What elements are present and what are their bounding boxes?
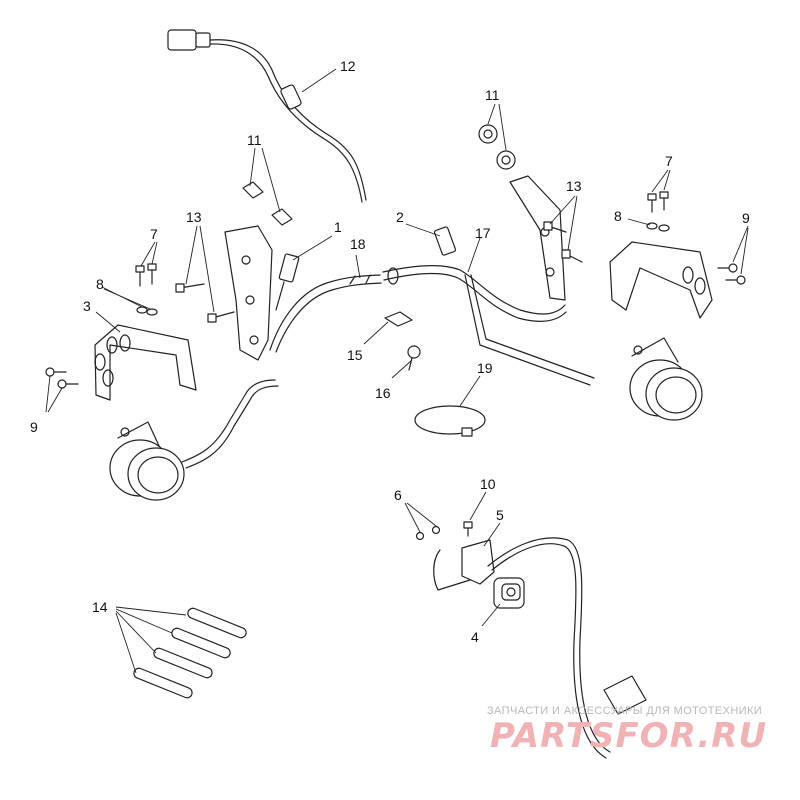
callout-14: 14 (92, 599, 108, 615)
washers-left-part-8 (136, 306, 158, 316)
screws-right-part-9 (717, 263, 746, 285)
callout-13-right: 13 (566, 178, 582, 194)
grommets-left-part-11 (242, 181, 293, 226)
bolts-left-part-13 (175, 283, 235, 323)
callout-12: 12 (340, 58, 356, 74)
screw-part-10 (463, 521, 473, 537)
callout-6: 6 (394, 487, 402, 503)
callout-7-right: 7 (665, 153, 673, 169)
callout-17: 17 (475, 225, 491, 241)
bolts-left-part-7 (135, 263, 157, 287)
screws-left-part-9 (45, 367, 79, 389)
rubber-straps-part-14 (133, 607, 247, 699)
harness-sleeve-part-18 (269, 274, 382, 353)
mounting-bracket-right (509, 175, 566, 301)
cable-tie-part-19 (414, 405, 486, 437)
callout-13-left: 13 (186, 209, 202, 225)
clip-part-15 (384, 311, 413, 327)
fog-lamp-right (629, 337, 703, 421)
fog-lamp-left (109, 379, 279, 501)
screws-part-6 (415, 525, 441, 541)
watermark-tagline: ЗАПЧАСТИ И АКСЕССУАРЫ ДЛЯ МОТОТЕХНИКИ (487, 705, 763, 717)
callout-3: 3 (83, 298, 91, 314)
callout-9-left: 9 (30, 419, 38, 435)
screw-part-16 (407, 345, 421, 371)
callout-9-right: 9 (742, 210, 750, 226)
wiring-connector-part-12 (167, 29, 367, 203)
grommets-right-part-11 (478, 124, 516, 170)
callout-11-right: 11 (485, 87, 500, 103)
callout-18: 18 (350, 236, 366, 252)
callout-2: 2 (396, 209, 404, 225)
callout-8-right: 8 (614, 208, 622, 224)
mounting-bracket-left (224, 225, 273, 361)
callout-7-left: 7 (150, 226, 158, 242)
callout-5: 5 (496, 507, 504, 523)
callout-labels: 12 11 11 13 13 7 7 8 8 1 2 18 17 3 9 9 1… (30, 58, 750, 645)
callout-4: 4 (471, 629, 479, 645)
connector-part-1 (275, 253, 300, 311)
callout-15: 15 (347, 347, 363, 363)
lamp-bracket-right (609, 241, 713, 319)
switch-part-4 (493, 577, 525, 609)
lamp-bracket-part-3 (94, 324, 197, 401)
callout-8-left: 8 (96, 276, 104, 292)
leader-lines (45, 68, 749, 674)
callout-1: 1 (334, 219, 342, 235)
callout-10: 10 (480, 476, 496, 492)
watermark-logo: PARTSFOR.RU (490, 716, 768, 756)
harness-sleeve-part-17 (382, 264, 595, 386)
callout-11-left: 11 (247, 132, 262, 148)
connector-part-2 (433, 226, 457, 256)
callout-16: 16 (375, 385, 391, 401)
bolts-right-part-13 (543, 221, 583, 263)
switch-harness (487, 537, 647, 759)
bolts-right-part-7 (647, 191, 669, 213)
switch-bracket-part-5 (433, 539, 495, 591)
callout-19: 19 (477, 360, 493, 376)
washers-right-part-8 (646, 222, 670, 232)
